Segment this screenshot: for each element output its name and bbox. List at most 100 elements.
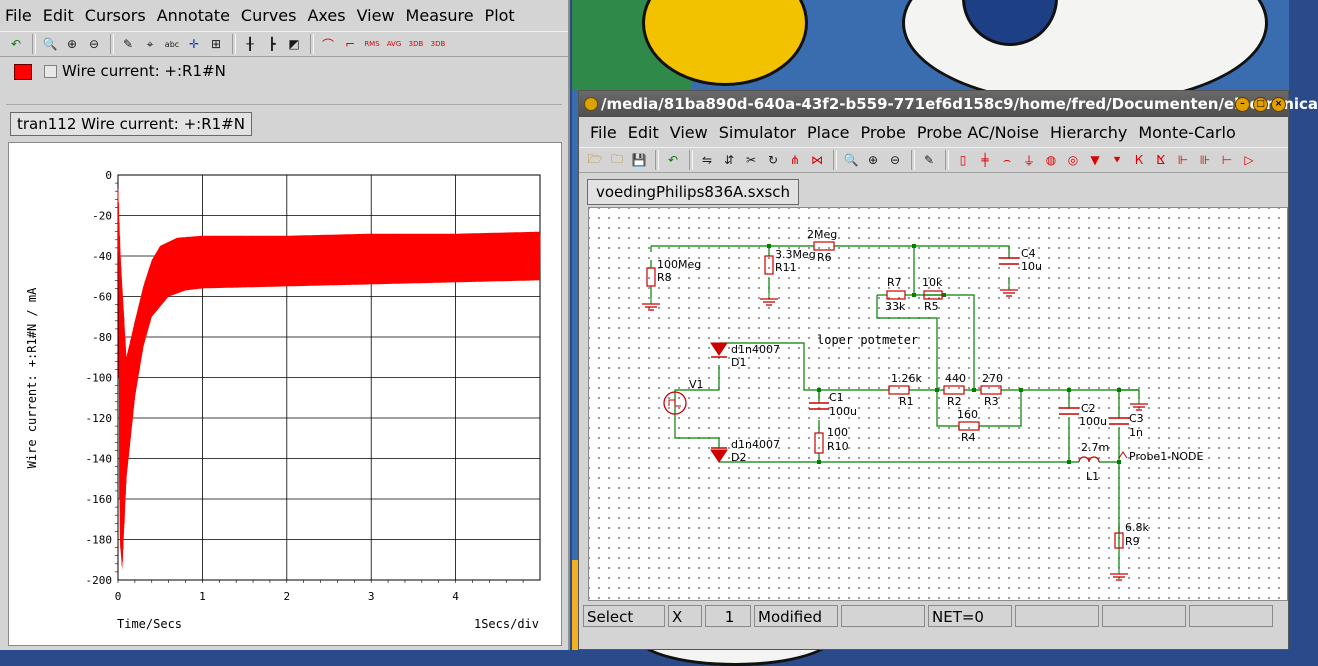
menu-file[interactable]: File [590, 122, 617, 142]
minimize-icon[interactable]: – [1235, 97, 1250, 112]
current-source-icon[interactable]: ◎ [1067, 153, 1079, 167]
menu-plot[interactable]: Plot [484, 5, 515, 25]
window-title: /media/81ba890d-640a-43f2-b559-771ef6d15… [601, 95, 1318, 113]
pencil-icon[interactable]: ✎ [923, 153, 935, 167]
menu-monte-carlo[interactable]: Monte-Carlo [1138, 122, 1236, 142]
undo-icon[interactable]: ↶ [667, 153, 679, 167]
menu-axes[interactable]: Axes [307, 5, 346, 25]
y-tick-label: 0 [105, 169, 112, 182]
zoom-out-icon[interactable]: ⊖ [88, 37, 100, 51]
zoom-in-icon[interactable]: ⊕ [66, 37, 78, 51]
curve-fall-icon[interactable]: ⌐ [344, 37, 356, 51]
split-icon[interactable]: ⋔ [789, 153, 801, 167]
tab-tran112[interactable]: tran112 Wire current: +:R1#N [10, 112, 252, 136]
3db-high-icon[interactable]: 3DB [430, 40, 446, 48]
cursor-cross-icon[interactable]: ✛ [188, 37, 200, 51]
status-blank-1 [841, 605, 925, 627]
menu-measure[interactable]: Measure [405, 5, 474, 25]
grid-y-icon[interactable]: ┣ [268, 37, 276, 51]
voltage-source-v1[interactable] [663, 391, 687, 415]
r2-ref: R2 [947, 395, 962, 408]
d1-ref: D1 [731, 356, 746, 369]
y-tick-label: -100 [86, 372, 113, 385]
bjt-npn-icon[interactable]: К [1134, 153, 1144, 167]
jfet-icon[interactable]: ⊢ [1221, 153, 1233, 167]
menu-edit[interactable]: Edit [627, 122, 659, 142]
mirror-icon[interactable]: ⇋ [701, 153, 713, 167]
close-icon[interactable]: × [1271, 97, 1286, 112]
c4-ref: C4 [1021, 247, 1036, 260]
maximize-icon[interactable]: □ [1253, 97, 1268, 112]
annotate-icon[interactable]: abc [164, 39, 180, 49]
mosfet-n-icon[interactable]: ⊩ [1177, 153, 1189, 167]
probe-label: Probe1-NODE [1129, 450, 1204, 463]
capacitors[interactable] [809, 257, 1129, 425]
mosfet-p-icon[interactable]: ⊪ [1199, 153, 1211, 167]
zoom-in-icon[interactable]: ⊕ [867, 153, 879, 167]
curve-color-swatch[interactable] [14, 64, 32, 80]
r10-value: 100 [827, 426, 848, 439]
menu-view[interactable]: View [669, 122, 708, 142]
schematic-drawing[interactable]: 100Meg R8 3.3Meg R11 2Meg R6 C4 10u R7 3… [589, 208, 1287, 600]
y-axis-label: Wire current: +:R1#N / mA [25, 287, 39, 468]
menu-cursors[interactable]: Cursors [84, 5, 146, 25]
cursor-tick-icon[interactable]: ⊞ [210, 37, 222, 51]
menu-annotate[interactable]: Annotate [156, 5, 230, 25]
tab-schematic-file[interactable]: voedingPhilips836A.sxsch [587, 179, 800, 205]
curve-visible-checkbox[interactable] [44, 65, 57, 78]
toolbar-separator [32, 34, 36, 54]
menu-probe[interactable]: Probe [860, 122, 906, 142]
inductor-icon[interactable]: ⌢ [1003, 152, 1011, 167]
diode-icon[interactable]: ▼ [1090, 153, 1100, 167]
menu-hierarchy[interactable]: Hierarchy [1049, 122, 1128, 142]
r8-value: 100Meg [657, 258, 701, 271]
toolbar-separator [655, 150, 659, 170]
grid-both-icon[interactable]: ◩ [288, 37, 300, 51]
menu-file[interactable]: File [5, 5, 32, 25]
c3-value: 1n [1129, 426, 1143, 439]
window-titlebar[interactable]: /media/81ba890d-640a-43f2-b559-771ef6d15… [579, 91, 1318, 117]
cursor-add-icon[interactable]: ✎ [122, 37, 134, 51]
grid-x-icon[interactable]: ╂ [246, 37, 254, 51]
open-folder-icon[interactable]: 🗁 [587, 151, 603, 166]
zener-icon[interactable]: ⯆ [1112, 152, 1122, 167]
new-folder-icon[interactable]: 🗀 [610, 151, 623, 166]
menu-edit[interactable]: Edit [42, 5, 74, 25]
y-tick-label: -80 [92, 331, 112, 344]
y-tick-label: -140 [86, 453, 113, 466]
flip-icon[interactable]: ⇵ [723, 153, 735, 167]
waveform-menubar: File Edit Cursors Annotate Curves Axes V… [0, 0, 568, 30]
menu-view[interactable]: View [356, 5, 395, 25]
cursor-move-icon[interactable]: ⌖ [146, 36, 154, 51]
toolbar-separator [689, 150, 693, 170]
capacitor-icon[interactable]: ╪ [981, 153, 989, 167]
menu-curves[interactable]: Curves [240, 5, 297, 25]
c4-value: 10u [1021, 260, 1042, 273]
cut-icon[interactable]: ✂ [745, 153, 757, 167]
resistor-icon[interactable]: ▯ [959, 153, 967, 167]
undo-icon[interactable]: ↶ [10, 37, 22, 51]
rotate-icon[interactable]: ↻ [767, 153, 779, 167]
ground-icon[interactable]: ⏚ [1022, 153, 1035, 168]
schematic-canvas[interactable]: 100Meg R8 3.3Meg R11 2Meg R6 C4 10u R7 3… [588, 207, 1288, 601]
menu-simulator[interactable]: Simulator [718, 122, 796, 142]
voltage-source-icon[interactable]: ◍ [1045, 153, 1057, 167]
diodes[interactable] [710, 342, 728, 463]
opamp-icon[interactable]: ▷ [1244, 153, 1254, 167]
bjt-pnp-icon[interactable]: ⴿ [1156, 153, 1166, 167]
zoom-fit-icon[interactable]: 🔍 [843, 153, 859, 167]
3db-low-icon[interactable]: 3DB [408, 40, 424, 48]
probe-marker[interactable] [1118, 451, 1128, 459]
zoom-out-icon[interactable]: ⊖ [889, 153, 901, 167]
menu-place[interactable]: Place [806, 122, 850, 142]
join-icon[interactable]: ⋈ [811, 153, 823, 167]
resistors[interactable] [646, 241, 1124, 549]
app-icon [584, 97, 598, 111]
menu-probe-ac-noise[interactable]: Probe AC/Noise [916, 122, 1039, 142]
inductor-l1[interactable] [1078, 456, 1100, 463]
zoom-fit-icon[interactable]: 🔍 [42, 37, 58, 51]
curve-rise-icon[interactable]: ⌒ [321, 37, 334, 52]
rms-icon[interactable]: RMS [364, 40, 380, 48]
save-icon[interactable]: 💾 [631, 153, 647, 167]
avg-icon[interactable]: AVG [386, 40, 402, 48]
